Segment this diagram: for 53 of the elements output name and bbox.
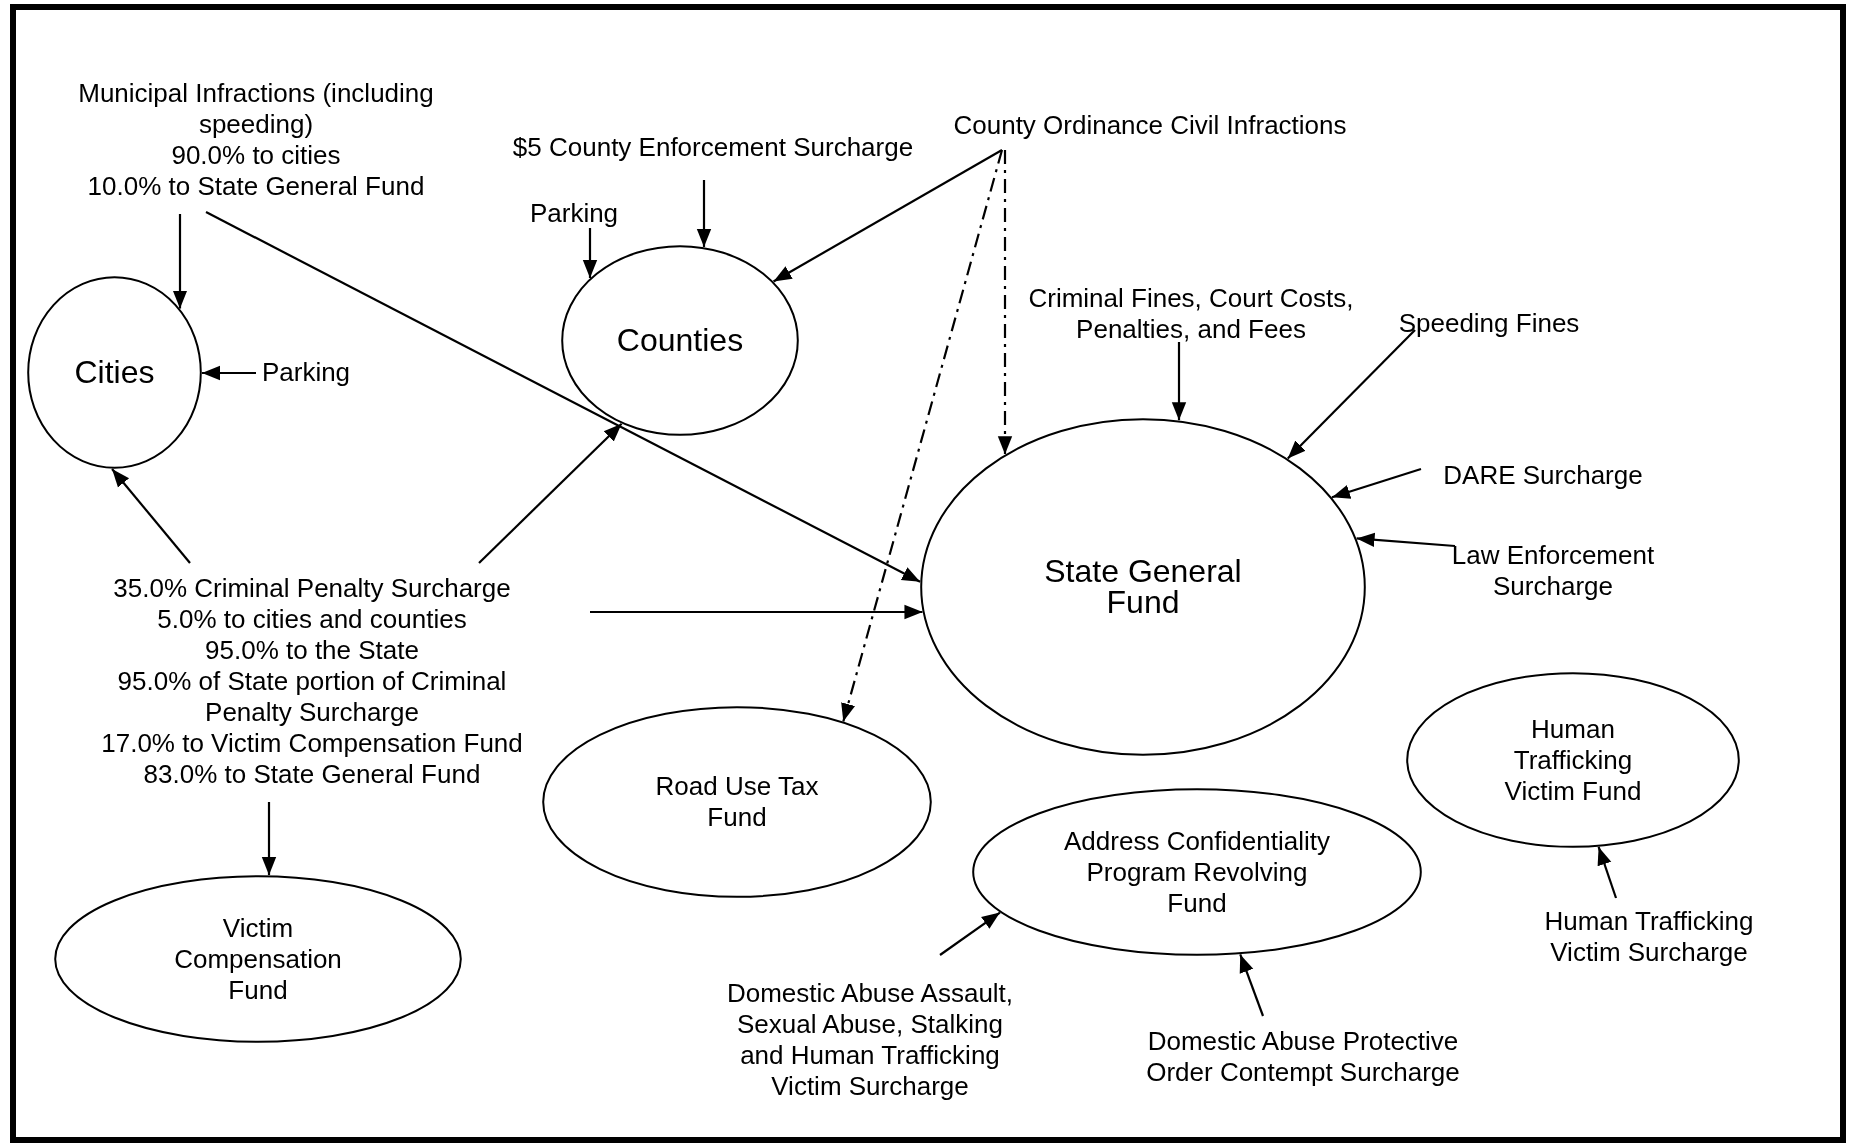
fund-ellipse (561, 245, 799, 436)
arrow (202, 365, 256, 381)
source-label: 35.0% Criminal Penalty Surcharge (113, 573, 511, 604)
fund-ellipse (920, 418, 1366, 756)
source-label: Law Enforcement Surcharge (1450, 540, 1656, 602)
fund-ellipse (972, 788, 1422, 956)
source-label: 83.0% to State General Fund (143, 759, 481, 790)
arrow (997, 150, 1013, 455)
source-label: 5.0% to cities and counties (157, 604, 467, 635)
source-label: Parking (529, 198, 619, 229)
source-label: Domestic Abuse Protective Order Contempt Surcharge (1145, 1026, 1461, 1088)
source-label: Parking (261, 357, 351, 388)
source-label: 95.0% of State portion of Criminal Penalty Surcharge (116, 666, 508, 728)
arrow (172, 214, 188, 309)
fund-label: Road Use Tax Fund (654, 771, 820, 833)
arrow (696, 180, 712, 247)
source-label: 95.0% to the State (205, 635, 419, 666)
arrow (261, 802, 277, 876)
source-label: 10.0% to State General Fund (87, 171, 425, 202)
fund-label: Victim Compensation Fund (173, 912, 343, 1006)
fund-label: State General Fund (1043, 556, 1243, 618)
arrow (1287, 329, 1416, 460)
arrow (939, 911, 1001, 956)
arrow (478, 422, 623, 564)
fund-label: Address Confidentiality Program Revolving Fund (1063, 825, 1331, 919)
source-label: 90.0% to cities (171, 140, 341, 171)
arrow (772, 149, 1003, 283)
fund-label: Human Trafficking Victim Fund (1503, 713, 1643, 807)
source-label: Municipal Infractions (including speeding) (77, 78, 435, 140)
arrow (1356, 532, 1456, 548)
source-label: County Ordinance Civil Infractions (953, 110, 1347, 141)
source-label: DARE Surcharge (1443, 460, 1643, 491)
arrow (841, 149, 1004, 722)
fund-ellipse (542, 706, 932, 898)
arrow (1239, 954, 1265, 1017)
source-label: Speeding Fines (1398, 308, 1580, 339)
arrow (582, 228, 598, 278)
source-label: Human Trafficking Victim Surcharge (1543, 906, 1755, 968)
source-label: $5 County Enforcement Surcharge (512, 132, 914, 163)
arrow (111, 468, 191, 564)
fund-label: Cities (74, 357, 155, 388)
arrow (1597, 846, 1618, 899)
fund-label: Counties (616, 325, 744, 356)
fund-ellipse (27, 276, 202, 469)
arrow (1331, 467, 1422, 499)
arrow (1171, 342, 1187, 421)
arrow (590, 604, 923, 620)
fund-ellipse (54, 875, 462, 1043)
fund-ellipse (1406, 672, 1740, 848)
source-label: Domestic Abuse Assault, Sexual Abuse, Stalking and Human Trafficking Victim Surcharge (725, 978, 1015, 1102)
source-label: Criminal Fines, Court Costs, Penalties, and Fees (1027, 283, 1355, 345)
arrow (205, 211, 921, 583)
source-label: 17.0% to Victim Compensation Fund (101, 728, 523, 759)
